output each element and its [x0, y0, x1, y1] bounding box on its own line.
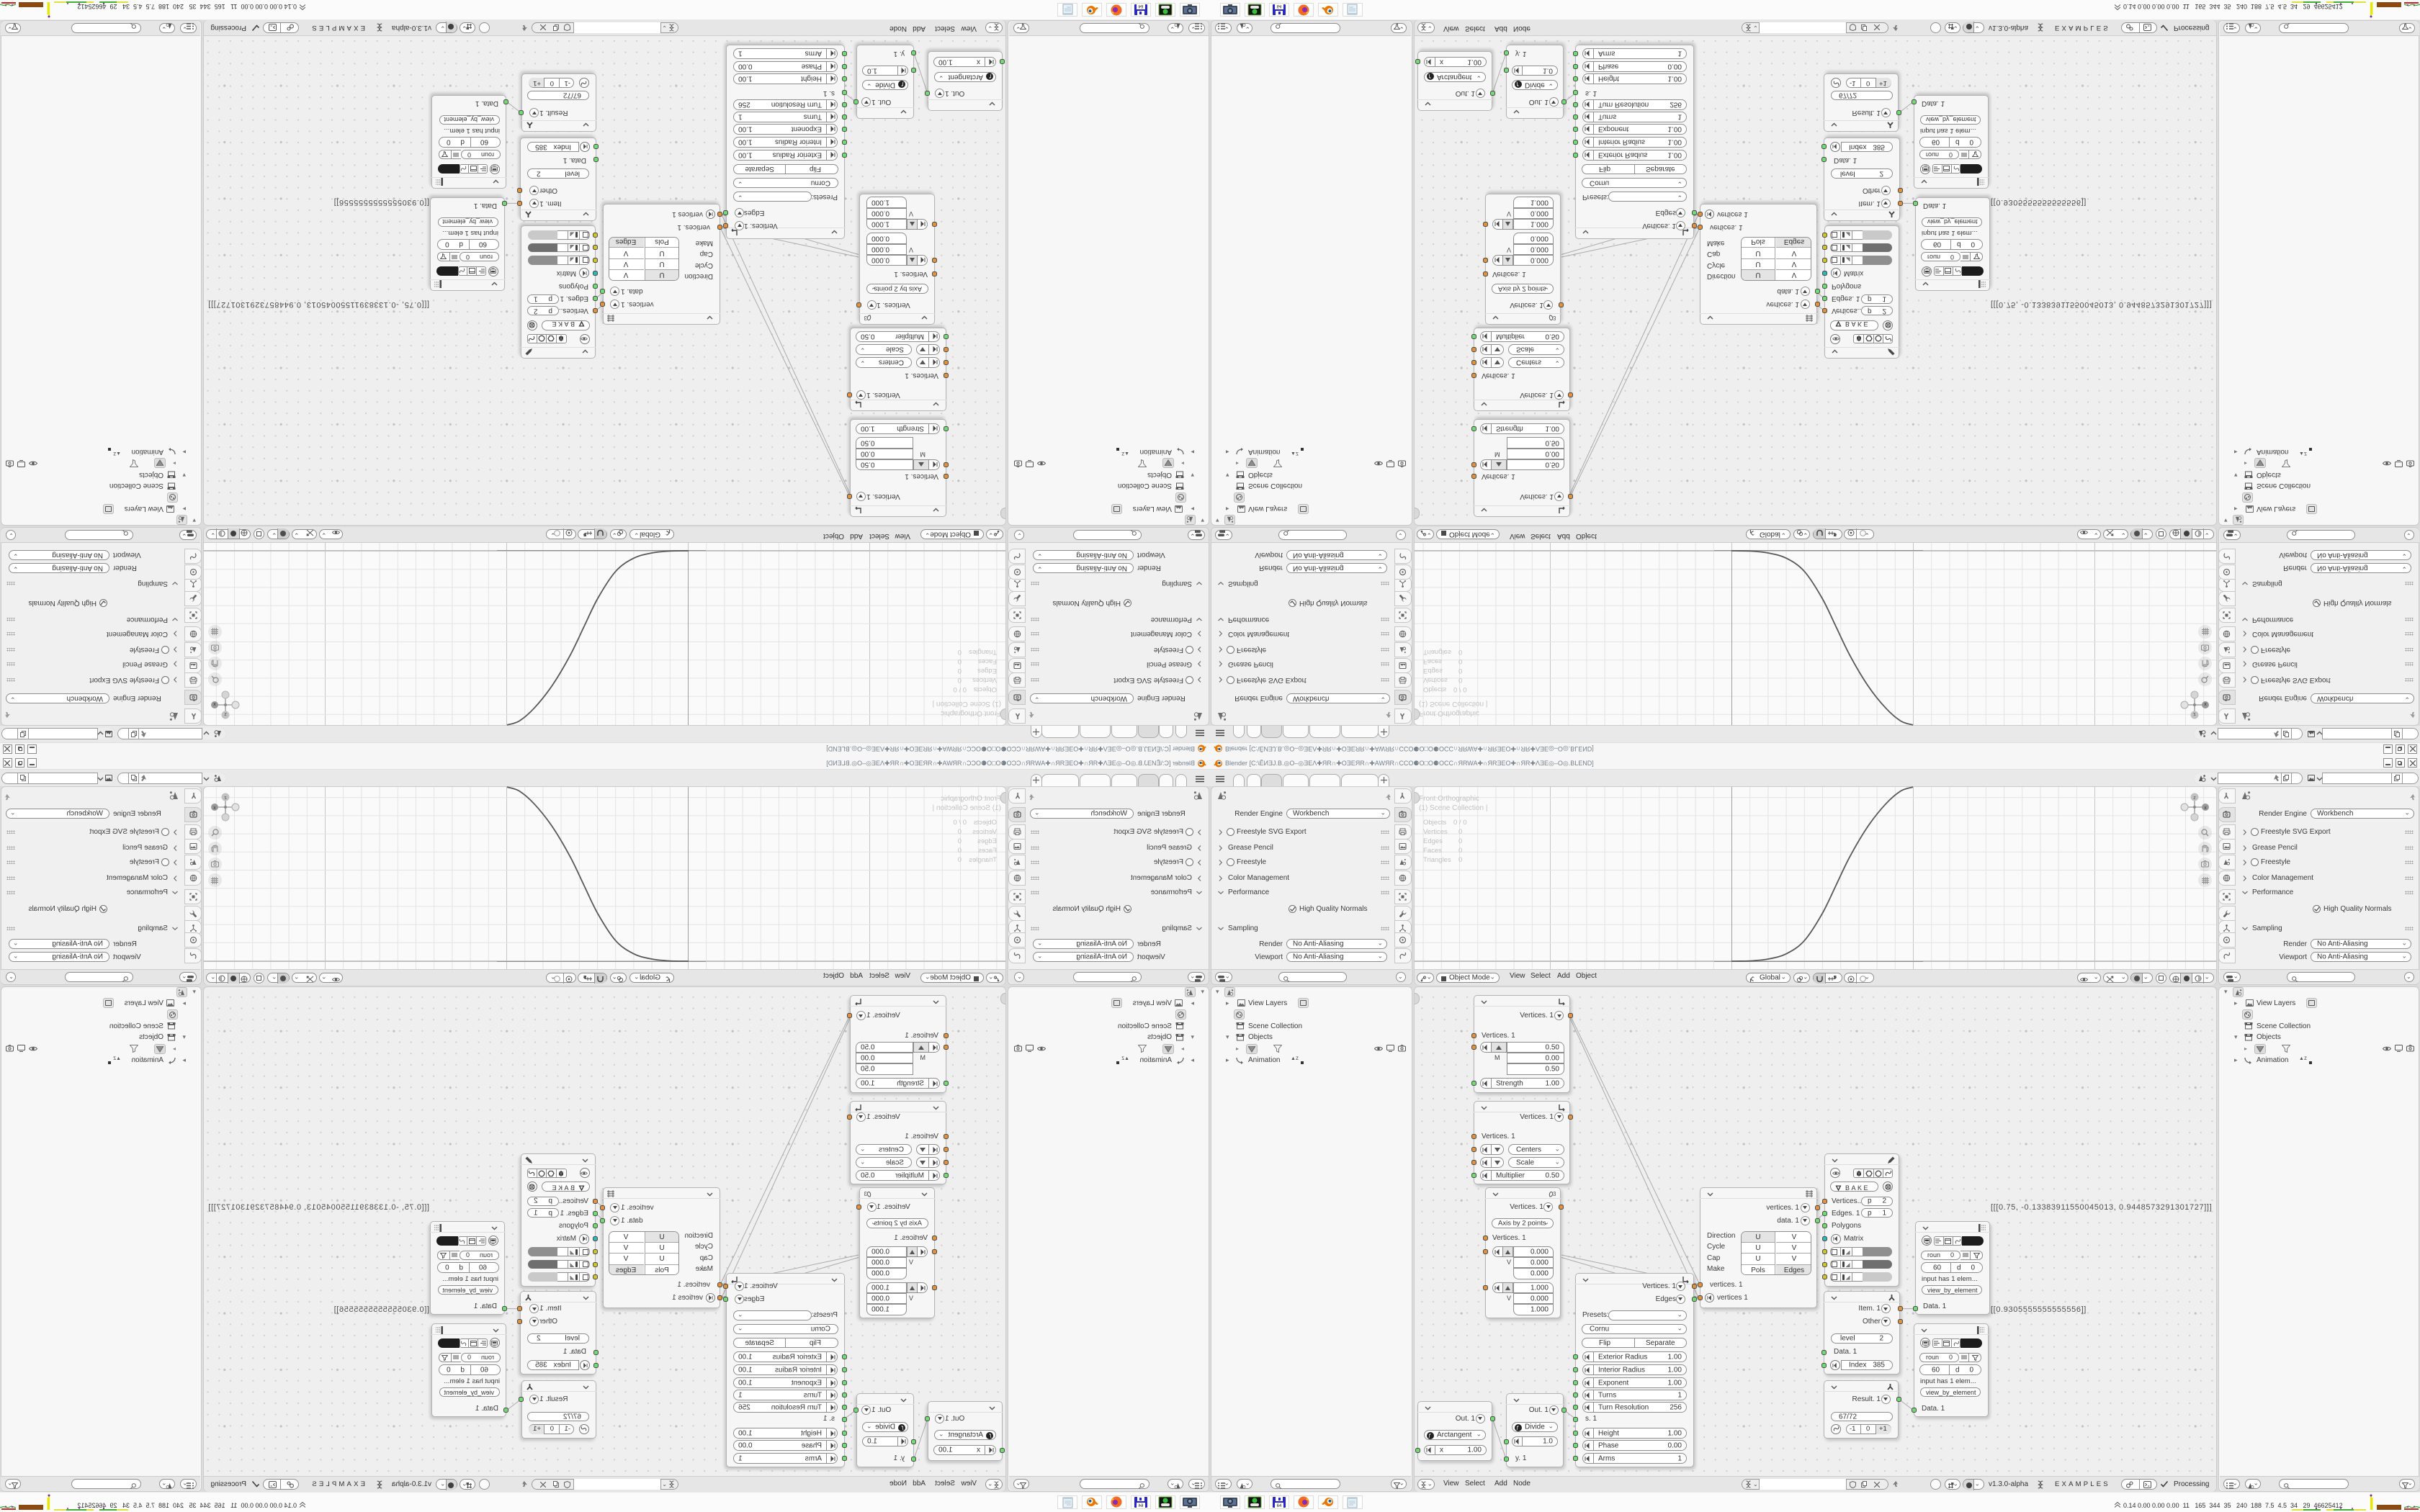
svg-text:64: 64	[1138, 4, 1143, 8]
svg-text:x: x	[213, 701, 216, 706]
svg-text:z: z	[2193, 711, 2196, 716]
svg-text:64: 64	[1138, 1504, 1143, 1508]
svg-text:3: 3	[864, 1191, 867, 1197]
svg-text:z: z	[224, 796, 227, 801]
svg-text:z: z	[224, 711, 227, 716]
svg-text:3: 3	[1553, 1191, 1556, 1197]
svg-text:3: 3	[1553, 315, 1556, 321]
svg-text:3: 3	[864, 315, 867, 321]
svg-text:x: x	[213, 806, 216, 811]
svg-text:x: x	[2204, 701, 2207, 706]
svg-text:x: x	[2204, 806, 2207, 811]
svg-text:64: 64	[1277, 1504, 1282, 1508]
svg-text:z: z	[2193, 796, 2196, 801]
svg-text:64: 64	[1277, 4, 1282, 8]
